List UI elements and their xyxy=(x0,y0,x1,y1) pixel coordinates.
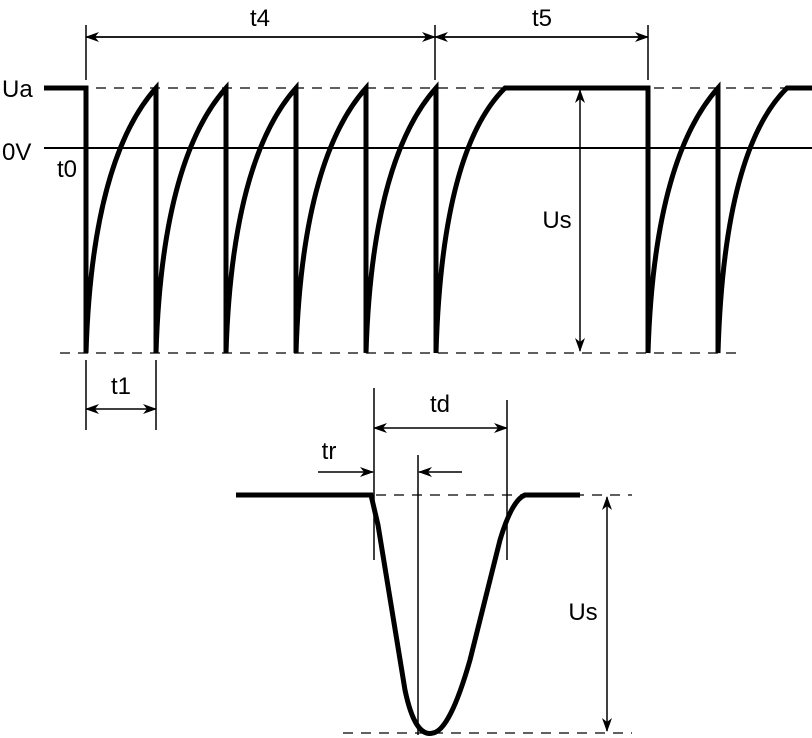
ua-label: Ua xyxy=(2,76,33,103)
td-label: td xyxy=(430,391,450,418)
t1-dimension: t1 xyxy=(85,360,157,430)
single-pulse-waveform xyxy=(236,492,580,736)
t5-dimension: t5 xyxy=(434,5,649,80)
bottom-pulse: td tr Us xyxy=(236,388,632,736)
t4-label: t4 xyxy=(250,5,270,32)
t1-label: t1 xyxy=(111,373,131,400)
us-label-top: Us xyxy=(542,207,571,234)
t5-label: t5 xyxy=(532,5,552,32)
tr-label: tr xyxy=(322,438,337,465)
us-label-bottom: Us xyxy=(568,599,597,626)
zero-volt-label: 0V xyxy=(2,139,31,166)
top-pulse-waveform xyxy=(44,81,812,354)
t0-label: t0 xyxy=(57,156,77,183)
us-dimension-top: Us xyxy=(542,89,585,352)
t4-dimension: t4 xyxy=(85,5,436,80)
